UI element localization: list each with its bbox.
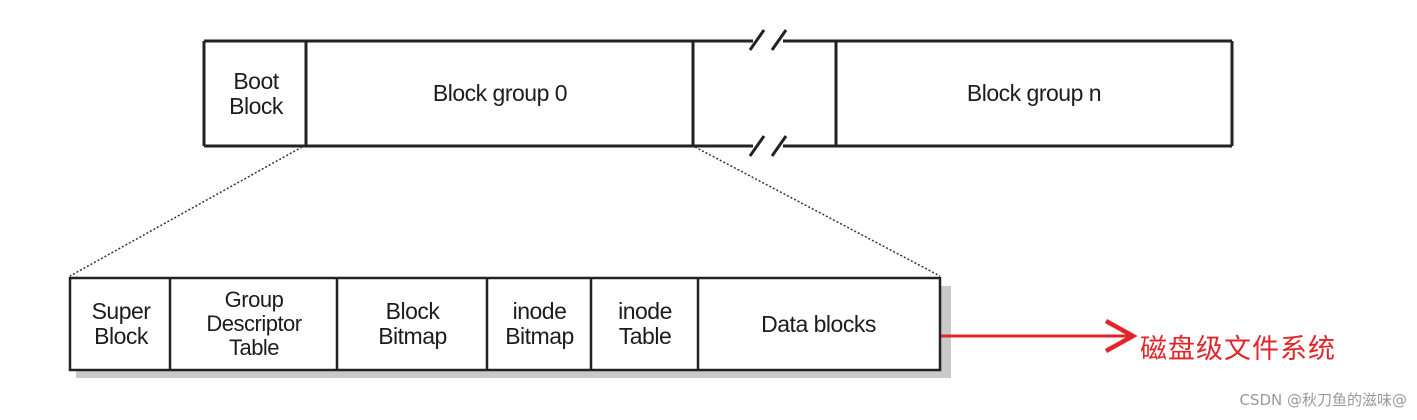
boot-block-label: Boot Block [229,67,283,119]
detail-row [68,276,942,372]
watermark: CSDN @秋刀鱼的滋味@ [1239,391,1407,409]
break-mark-top [748,29,788,51]
top-row [202,39,1234,148]
inode-table-label: inode Table [618,298,672,349]
data-blocks-label: Data blocks [761,310,876,337]
super-block-label: Super Block [91,298,151,349]
block-group-0-label: Block group 0 [432,80,568,106]
break-mark-bottom [748,135,788,157]
block-bitmap-label: Block Bitmap [378,298,447,349]
zoom-line-right [694,146,941,277]
inode-bitmap-label: inode Bitmap [505,298,574,349]
group-descriptor-table-label: Group Descriptor Table [206,287,302,360]
zoom-line-left [69,146,303,277]
block-group-n-label: Block group n [966,80,1102,106]
filesystem-annotation-label: 磁盘级文件系统 [1140,334,1336,365]
